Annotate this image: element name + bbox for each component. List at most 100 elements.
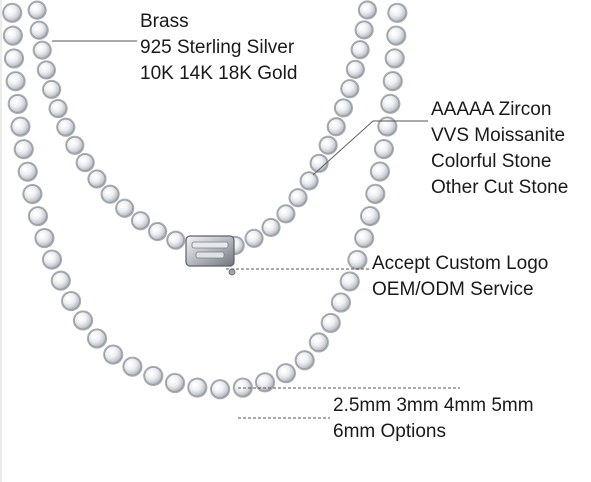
inner-chain-gem [49,100,67,117]
inner-chain-stone [130,211,151,231]
outer-chain-sparkle [325,317,331,323]
inner-chain-gem [355,21,373,39]
outer-chain-sparkle [299,355,305,361]
outer-chain-stone [2,25,23,46]
outer-chain-gem [62,292,80,310]
inner-chain-sparkle [34,25,40,31]
outer-chain-stone [143,365,164,387]
inner-chain-sparkle [46,84,52,90]
outer-chain-sparkle [237,382,243,388]
outer-chain-sparkle [335,297,341,303]
inner-chain-stone [65,135,85,155]
inner-chain-sparkle [314,158,319,164]
outer-chain-sparkle [66,296,71,301]
outer-chain-gem [166,374,184,392]
outer-chain-sparkle [108,349,114,355]
outer-chain-gem [4,26,22,45]
outer-chain-sparkle [22,166,28,172]
inner-chain-gem [38,61,55,79]
outer-chain-stone [122,356,143,377]
inner-chain-sparkle [338,103,344,108]
outer-chain-gem [385,49,404,68]
material-line-gold: 10K 14K 18K Gold [140,63,298,84]
outer-chain-sparkle [192,382,198,388]
inner-chain-sparkle [152,226,158,232]
inner-chain-sparkle [249,233,254,239]
outer-chain-gem [88,329,106,348]
outer-chain-sparkle [92,333,97,339]
inner-chain-gem [262,219,280,236]
outer-chain-gem [14,140,33,159]
inner-chain-gem [310,155,328,172]
size-options-label: 2.5mm 3mm 4mm 5mm 6mm Options [333,393,534,445]
inner-chain-gem [88,170,106,188]
stone-line-moissanite: VVS Moissanite [431,125,566,146]
outer-chain-sparkle [12,99,18,104]
inner-chain-gem [335,99,352,117]
outer-chain-stone [308,332,329,353]
clasp [185,235,236,276]
outer-chain-stone [360,205,381,227]
inner-chain-stone [288,188,308,208]
outer-chain-gem [383,72,402,90]
outer-chain-gem [388,4,407,22]
outer-chain-gem [310,333,328,352]
outer-chain-stone [187,377,208,398]
outer-chain-sparkle [378,144,384,149]
outer-chain-sparkle [10,76,16,82]
outer-chain-stone [27,206,49,227]
inner-chain-gem [76,154,94,171]
outer-chain-gem [18,162,37,181]
outer-chain-stone [7,93,28,115]
outer-chain-sparkle [391,30,397,36]
outer-chain-sparkle [260,377,265,383]
outer-chain-sparkle [78,315,83,321]
inner-chain-stone [309,153,329,173]
inner-chain-gem [300,172,318,190]
outer-chain-sparkle [370,188,376,194]
outer-chain-gem [361,207,379,225]
inner-chain-stone [48,98,68,119]
outer-chain-stone [50,270,71,291]
inner-chain-stone [333,98,354,118]
outer-chain-gem [295,351,314,370]
outer-chain-gem [256,373,274,392]
outer-chain-gem [104,345,123,364]
outer-chain-gem [5,49,23,68]
inner-chain-sparkle [32,5,37,10]
outer-chain-gem [366,185,385,203]
outer-chain-sparkle [148,370,154,376]
inner-chain-stone [147,221,168,242]
inner-chain-sparkle [304,176,309,181]
outer-chain-gem [144,367,163,385]
outer-chain-sparkle [7,30,13,36]
inner-chain-stone [32,40,52,60]
outer-chain-stone [382,71,403,92]
outer-chain-stone [365,183,386,204]
inner-chain-stone [100,184,120,204]
outer-chain-stone [373,138,395,160]
outer-chain-stone [384,48,405,69]
outer-chain-gem [43,250,61,269]
outer-chain-sparkle [389,53,395,59]
outer-chain-stone [60,290,82,312]
inner-chain-gem [277,205,295,223]
inner-chain-gem [116,199,133,217]
outer-chain-stone [164,372,186,394]
outer-chain-sparkle [374,166,380,172]
inner-chain-gem [101,185,119,203]
inner-chain-stone [87,169,107,189]
outer-chain-gem [321,314,340,332]
inner-chain-stone [261,217,281,238]
outer-chain-stone [103,344,124,365]
outer-chain-gem [35,229,54,247]
inner-chain-sparkle [41,65,47,70]
inner-chain-gem [167,231,185,249]
size-line-widths: 2.5mm 3mm 4mm 5mm [333,395,534,416]
inner-chain-stone [244,228,264,248]
outer-chain-stone [369,161,391,182]
material-options-label: Brass 925 Sterling Silver 10K 14K 18K Go… [140,9,297,87]
stone-line-zircon: AAAAA Zircon [431,99,552,120]
outer-chain-gem [29,207,47,225]
outer-chain-gem [8,95,27,113]
